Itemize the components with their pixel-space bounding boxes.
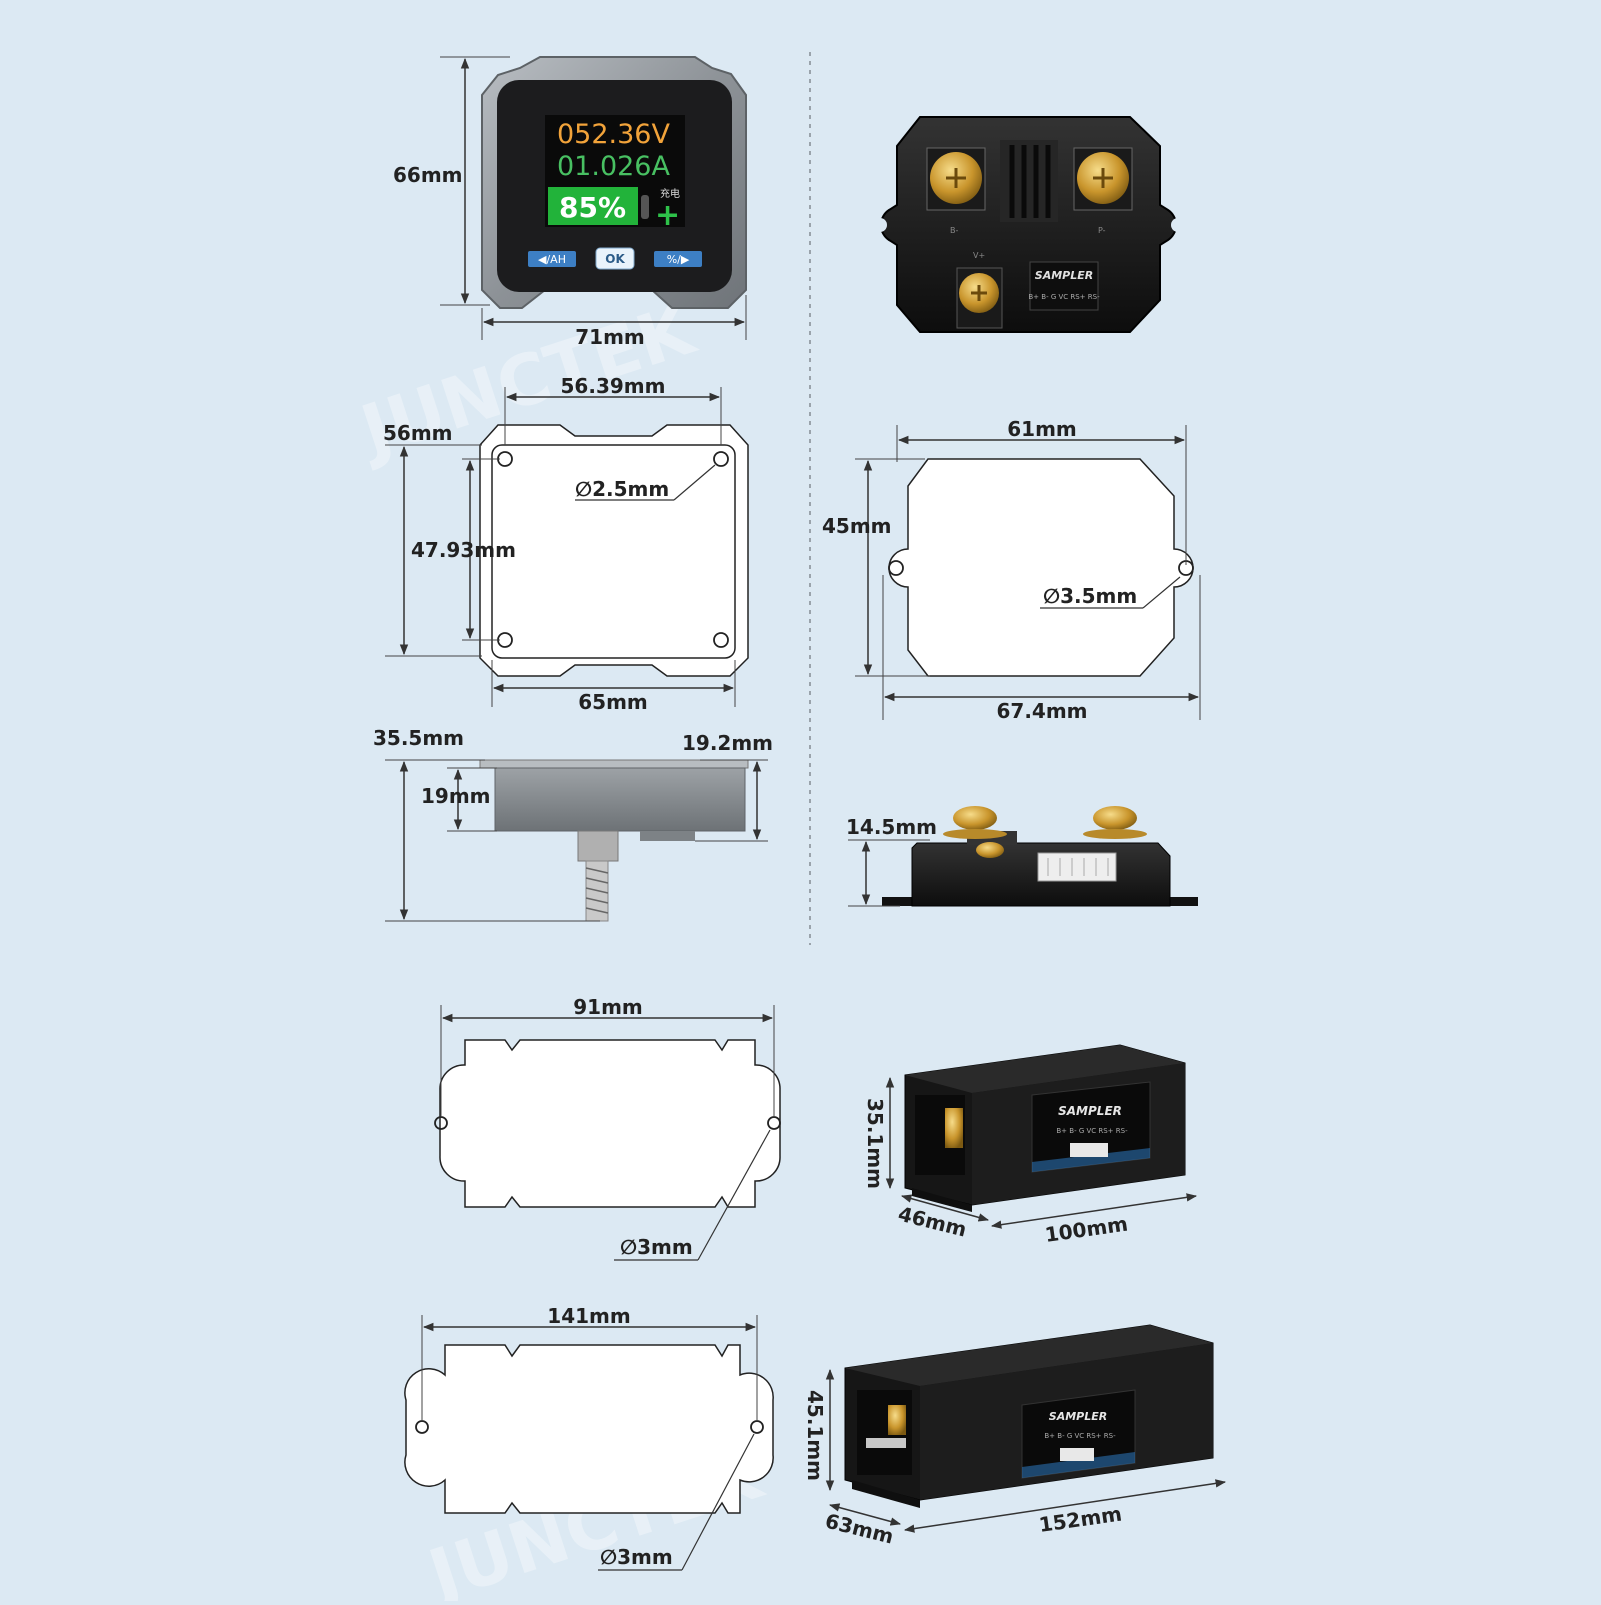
sampler-connector [1037,852,1117,882]
dim-71mm-label: 71mm [575,325,645,349]
dim-61mm: 61mm [896,417,1187,565]
dim-2-5mm-label: ∅2.5mm [575,477,669,501]
dim-3mm-b-label: ∅3mm [600,1545,673,1569]
ah-button[interactable] [528,251,576,267]
dim-63mm: 63mm [823,1503,902,1549]
dim-67-4mm-label: 67.4mm [996,699,1087,723]
dim-47-93mm-label: 47.93mm [411,538,516,562]
dim-65mm: 65mm [491,660,736,714]
dim-63mm-label: 63mm [823,1509,896,1549]
dim-14-5mm: 14.5mm [846,815,937,907]
sampler-pins-100a: B+ B- G VC RS+ RS- [1056,1127,1128,1135]
dim-45-1mm-label: 45.1mm [803,1390,827,1481]
meter-current: 01.026A [557,151,670,182]
dim-65mm-label: 65mm [578,690,648,714]
dim-45-1mm: 45.1mm [803,1368,835,1492]
dim-91mm: 91mm [440,995,775,1116]
dim-56mm-label: 56mm [383,421,453,445]
charging-plus-icon: + [655,198,680,233]
shunt-300a-photo: SAMPLER B+ B- G VC RS+ RS- [844,1324,1214,1508]
dim-56-39mm-label: 56.39mm [561,374,666,398]
terminal-v-label: V+ [973,251,985,260]
meter-percent: 85% [559,191,626,224]
percent-button-label: %/▶ [667,253,690,266]
shunt-300a-outline: ∅3mm [404,1344,774,1571]
dim-100mm: 100mm [990,1193,1198,1247]
sampler-label-plate [1029,261,1099,311]
ok-button[interactable] [595,247,635,270]
dim-141mm-label: 141mm [547,1304,630,1328]
dim-14-5mm-label: 14.5mm [846,815,937,839]
dim-152mm: 152mm [903,1479,1227,1537]
dim-141mm: 141mm [421,1304,758,1420]
dim-66mm-label: 66mm [393,163,463,187]
mount-hole [750,1420,764,1434]
dim-3-5mm-label: ∅3.5mm [1043,584,1137,608]
mount-hole [713,451,729,467]
meter-front-view: 052.36V 01.026A 85% 充电 + ◀/AH OK %/▶ [481,56,747,309]
dim-61mm-label: 61mm [1007,417,1077,441]
dim-152mm-label: 152mm [1037,1502,1123,1537]
battery-level-bar [548,187,638,225]
meter-side-view [479,759,749,922]
dim-45mm-label: 45mm [822,514,892,538]
dim-19-2mm: 19.2mm [682,731,773,842]
mount-hole [713,632,729,648]
meter-back-outline: ∅2.5mm [479,424,749,677]
mount-hole [434,1116,448,1130]
dim-56mm: 56mm [383,421,482,657]
dim-91mm-label: 91mm [573,995,643,1019]
ah-button-label: ◀/AH [538,253,566,266]
mount-hole [767,1116,781,1130]
sampler-pins-300a: B+ B- G VC RS+ RS- [1044,1432,1116,1440]
sampler-base-outline: ∅3.5mm [888,458,1194,677]
percent-button[interactable] [654,251,702,267]
dim-71mm: 71mm [481,295,747,349]
terminal-b-label: B- [950,226,958,235]
terminal-p-label: P- [1098,226,1106,235]
shunt-100a-photo: SAMPLER B+ B- G VC RS+ RS- [904,1044,1186,1212]
dim-35-5mm: 35.5mm [373,726,600,922]
charge-label: 充电 [660,187,680,200]
sampler-label-top: SAMPLER [1035,269,1093,282]
dim-45mm: 45mm [822,458,930,677]
dim-67-4mm: 67.4mm [882,575,1201,723]
dim-47-93mm: 47.93mm [411,458,516,641]
dim-35-1mm-label: 35.1mm [863,1098,887,1189]
dim-19mm: 19mm [421,767,497,832]
dim-66mm: 66mm [393,56,510,306]
sampler-top-view: B- P- V+ SAMPLER B+ B- G VC RS+ RS- [873,116,1185,333]
shunt-100a-outline: ∅3mm [434,1039,781,1261]
dim-35-5mm-label: 35.5mm [373,726,464,750]
sampler-pins-top: B+ B- G VC RS+ RS- [1028,293,1100,301]
sampler-label-100a: SAMPLER [1058,1104,1122,1118]
sampler-side-view [882,806,1198,907]
ok-button-label: OK [605,252,625,266]
dim-35-1mm: 35.1mm [863,1076,895,1190]
sampler-label-300a: SAMPLER [1049,1410,1107,1423]
mount-hole [888,560,904,576]
dim-56-39mm: 56.39mm [504,374,722,445]
dim-19-2mm-label: 19.2mm [682,731,773,755]
dim-3mm-a-label: ∅3mm [620,1235,693,1259]
mount-hole [415,1420,429,1434]
meter-voltage: 052.36V [557,119,670,150]
dim-19mm-label: 19mm [421,784,491,808]
